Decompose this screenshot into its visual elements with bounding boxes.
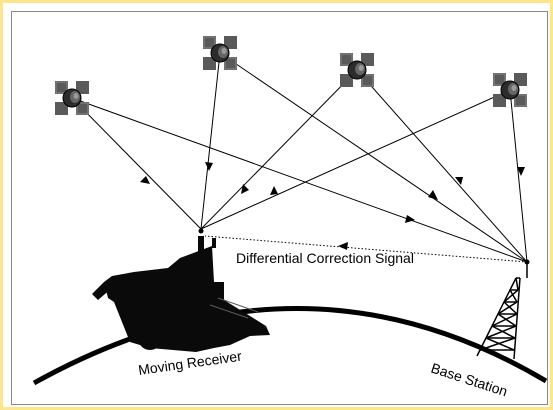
receiver-antenna: [198, 228, 204, 234]
line-sat2-base: [219, 52, 528, 263]
correction-signal-label: Differential Correction Signal: [236, 250, 414, 266]
line-sat1-base: [71, 97, 528, 263]
signal-lines: [71, 52, 528, 263]
moving-receiver-label: Moving Receiver: [137, 348, 243, 378]
satellite-icon: [339, 52, 375, 88]
satellite-icon: [54, 80, 90, 116]
base-station-label: Base Station: [429, 360, 509, 400]
line-sat2-receiver: [200, 52, 221, 230]
arrowhead: [455, 177, 463, 185]
arrowhead: [205, 162, 213, 171]
correction-signal-line: [204, 235, 528, 263]
arrowhead: [517, 167, 525, 176]
combine-harvester-icon: [92, 236, 270, 352]
line-sat3-receiver: [200, 69, 358, 230]
line-sat4-receiver: [200, 89, 511, 230]
arrowhead: [241, 184, 249, 194]
harvester-highlights: [209, 297, 259, 319]
signal-arrowheads: [140, 162, 525, 223]
ground-arc: [32, 306, 548, 386]
radio-tower-icon: [476, 264, 528, 360]
arrowhead: [405, 215, 415, 223]
base-antenna: [524, 259, 530, 265]
line-sat3-base: [356, 69, 528, 263]
arrowhead: [140, 176, 150, 184]
correction-arrowhead: [338, 242, 348, 250]
arrowhead: [270, 186, 278, 195]
satellite-icon: [202, 35, 238, 71]
line-sat4-base: [509, 89, 528, 263]
arrowhead: [428, 190, 438, 200]
line-sat1-receiver: [71, 97, 202, 230]
satellite-icon: [492, 72, 528, 108]
